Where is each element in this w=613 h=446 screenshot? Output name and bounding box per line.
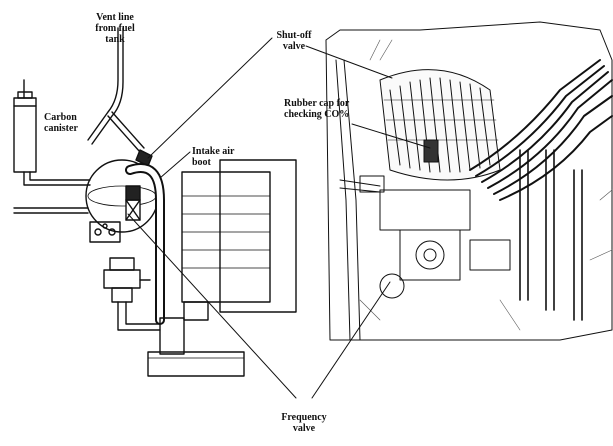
leader-rubber-cap <box>351 123 431 149</box>
schematic <box>13 27 297 377</box>
rubber-cap-shape <box>423 139 439 163</box>
vent-line-shape <box>87 27 145 153</box>
leader-intake-boot <box>159 151 191 179</box>
leader-lines <box>127 37 431 399</box>
bracket-shape <box>89 221 121 243</box>
label-vent-line: Vent line from fuel tank <box>95 12 135 45</box>
frequency-valve-shape <box>103 257 161 331</box>
hose-bundle <box>469 59 613 201</box>
leader-frequency-left <box>127 213 297 399</box>
bellows-housing <box>379 69 501 181</box>
label-shutoff-valve: Shut-off valve <box>276 30 312 52</box>
label-rubber-cap: Rubber cap for checking CO% <box>284 98 350 120</box>
intake-manifold <box>147 159 297 377</box>
leader-frequency-right <box>311 281 391 399</box>
leader-shutoff <box>147 37 273 159</box>
canister-hoses <box>13 79 91 214</box>
leader-shutoff-right <box>305 45 393 79</box>
label-carbon-canister: Carbon canister <box>44 112 78 134</box>
engine-bay-illustration <box>325 21 613 341</box>
right-pipes <box>519 149 583 321</box>
carbon-canister-shape <box>13 91 37 173</box>
label-frequency-valve: Frequency valve <box>281 412 327 434</box>
label-intake-air-boot: Intake air boot <box>192 146 235 168</box>
shading <box>359 39 613 331</box>
lower-assembly <box>339 175 511 299</box>
intake-boot-pipe <box>125 163 165 325</box>
